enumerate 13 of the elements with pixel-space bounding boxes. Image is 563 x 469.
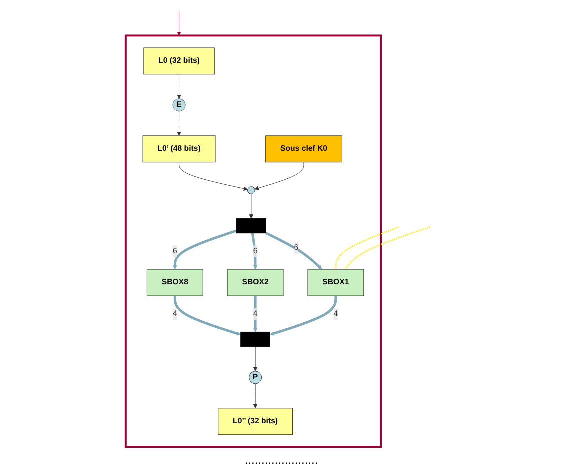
- node-bar: [240, 332, 270, 348]
- node-circle: [247, 186, 256, 194]
- connector: [335, 226, 399, 270]
- arrow: [172, 230, 237, 270]
- arrow: [253, 296, 258, 332]
- arrow: [270, 296, 338, 336]
- node-bar: [236, 218, 266, 234]
- arrow: [265, 232, 322, 270]
- arrow: [174, 296, 241, 336]
- arrow: [251, 233, 258, 270]
- cluster: [124, 34, 382, 448]
- connector: [344, 226, 430, 270]
- ellipsis-dots: ......................: [244, 453, 318, 467]
